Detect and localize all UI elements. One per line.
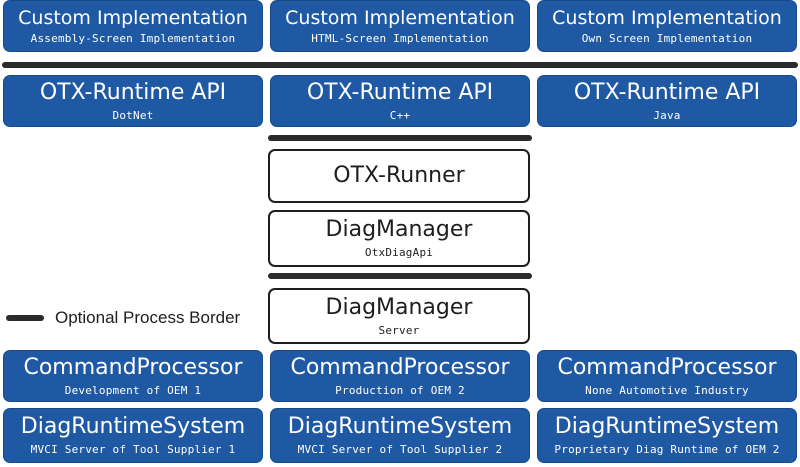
- box-subtitle: C++: [389, 108, 411, 122]
- box-subtitle: OtxDiagApi: [364, 246, 434, 259]
- box-title: OTX-Runtime API: [573, 79, 761, 105]
- box-subtitle: Server: [378, 323, 420, 337]
- box-title: Custom Implementation: [18, 6, 248, 29]
- otx-runtime-api-cpp-box: OTX-Runtime API C++: [270, 75, 530, 127]
- box-subtitle: HTML-Screen Implementation: [311, 31, 489, 45]
- legend-border-sample: [6, 315, 44, 321]
- custom-implementation-html-box: Custom Implementation HTML-Screen Implem…: [270, 0, 530, 52]
- box-title: DiagRuntimeSystem: [287, 414, 513, 439]
- box-title: Custom Implementation: [285, 6, 515, 29]
- process-border-diagmanager: [268, 273, 532, 279]
- custom-implementation-assembly-box: Custom Implementation Assembly-Screen Im…: [3, 0, 263, 52]
- box-subtitle: Development of OEM 1: [64, 383, 202, 397]
- diagmanager-server-box: DiagManager Server: [268, 288, 530, 344]
- otx-runtime-api-java-box: OTX-Runtime API Java: [537, 75, 797, 127]
- box-title: DiagRuntimeSystem: [554, 414, 780, 439]
- otx-runner-box: OTX-Runner: [268, 149, 530, 203]
- box-subtitle: MVCI Server of Tool Supplier 2: [297, 443, 503, 456]
- commandprocessor-oem2-box: CommandProcessor Production of OEM 2: [270, 350, 530, 402]
- diagruntimesystem-oem2-box: DiagRuntimeSystem Proprietary Diag Runti…: [537, 408, 797, 463]
- box-title: OTX-Runtime API: [306, 79, 494, 105]
- box-title: CommandProcessor: [23, 354, 243, 380]
- box-title: CommandProcessor: [557, 354, 777, 380]
- legend-label: Optional Process Border: [55, 308, 241, 327]
- box-title: OTX-Runner: [333, 163, 465, 188]
- commandprocessor-oem1-box: CommandProcessor Development of OEM 1: [3, 350, 263, 402]
- otx-runtime-api-dotnet-box: OTX-Runtime API DotNet: [3, 75, 263, 127]
- box-title: DiagManager: [325, 217, 473, 242]
- diagruntimesystem-supplier1-box: DiagRuntimeSystem MVCI Server of Tool Su…: [3, 408, 263, 463]
- box-title: DiagManager: [325, 294, 473, 320]
- box-title: Custom Implementation: [552, 6, 782, 29]
- box-subtitle: Production of OEM 2: [335, 383, 465, 397]
- diagruntimesystem-supplier2-box: DiagRuntimeSystem MVCI Server of Tool Su…: [270, 408, 530, 463]
- box-title: DiagRuntimeSystem: [20, 414, 246, 439]
- box-subtitle: MVCI Server of Tool Supplier 1: [30, 443, 236, 456]
- process-border-top: [2, 62, 798, 68]
- diagmanager-otxdiagapi-box: DiagManager OtxDiagApi: [268, 210, 530, 267]
- commandprocessor-industry-box: CommandProcessor None Automotive Industr…: [537, 350, 797, 402]
- box-subtitle: DotNet: [112, 108, 154, 122]
- box-subtitle: Proprietary Diag Runtime of OEM 2: [554, 443, 780, 456]
- box-subtitle: Own Screen Implementation: [581, 31, 753, 45]
- box-subtitle: Assembly-Screen Implementation: [30, 31, 236, 45]
- box-title: OTX-Runtime API: [39, 79, 227, 105]
- box-subtitle: None Automotive Industry: [585, 383, 749, 397]
- box-title: CommandProcessor: [290, 354, 510, 380]
- process-border-cpp: [268, 135, 532, 141]
- custom-implementation-own-box: Custom Implementation Own Screen Impleme…: [537, 0, 797, 52]
- box-subtitle: Java: [653, 108, 681, 122]
